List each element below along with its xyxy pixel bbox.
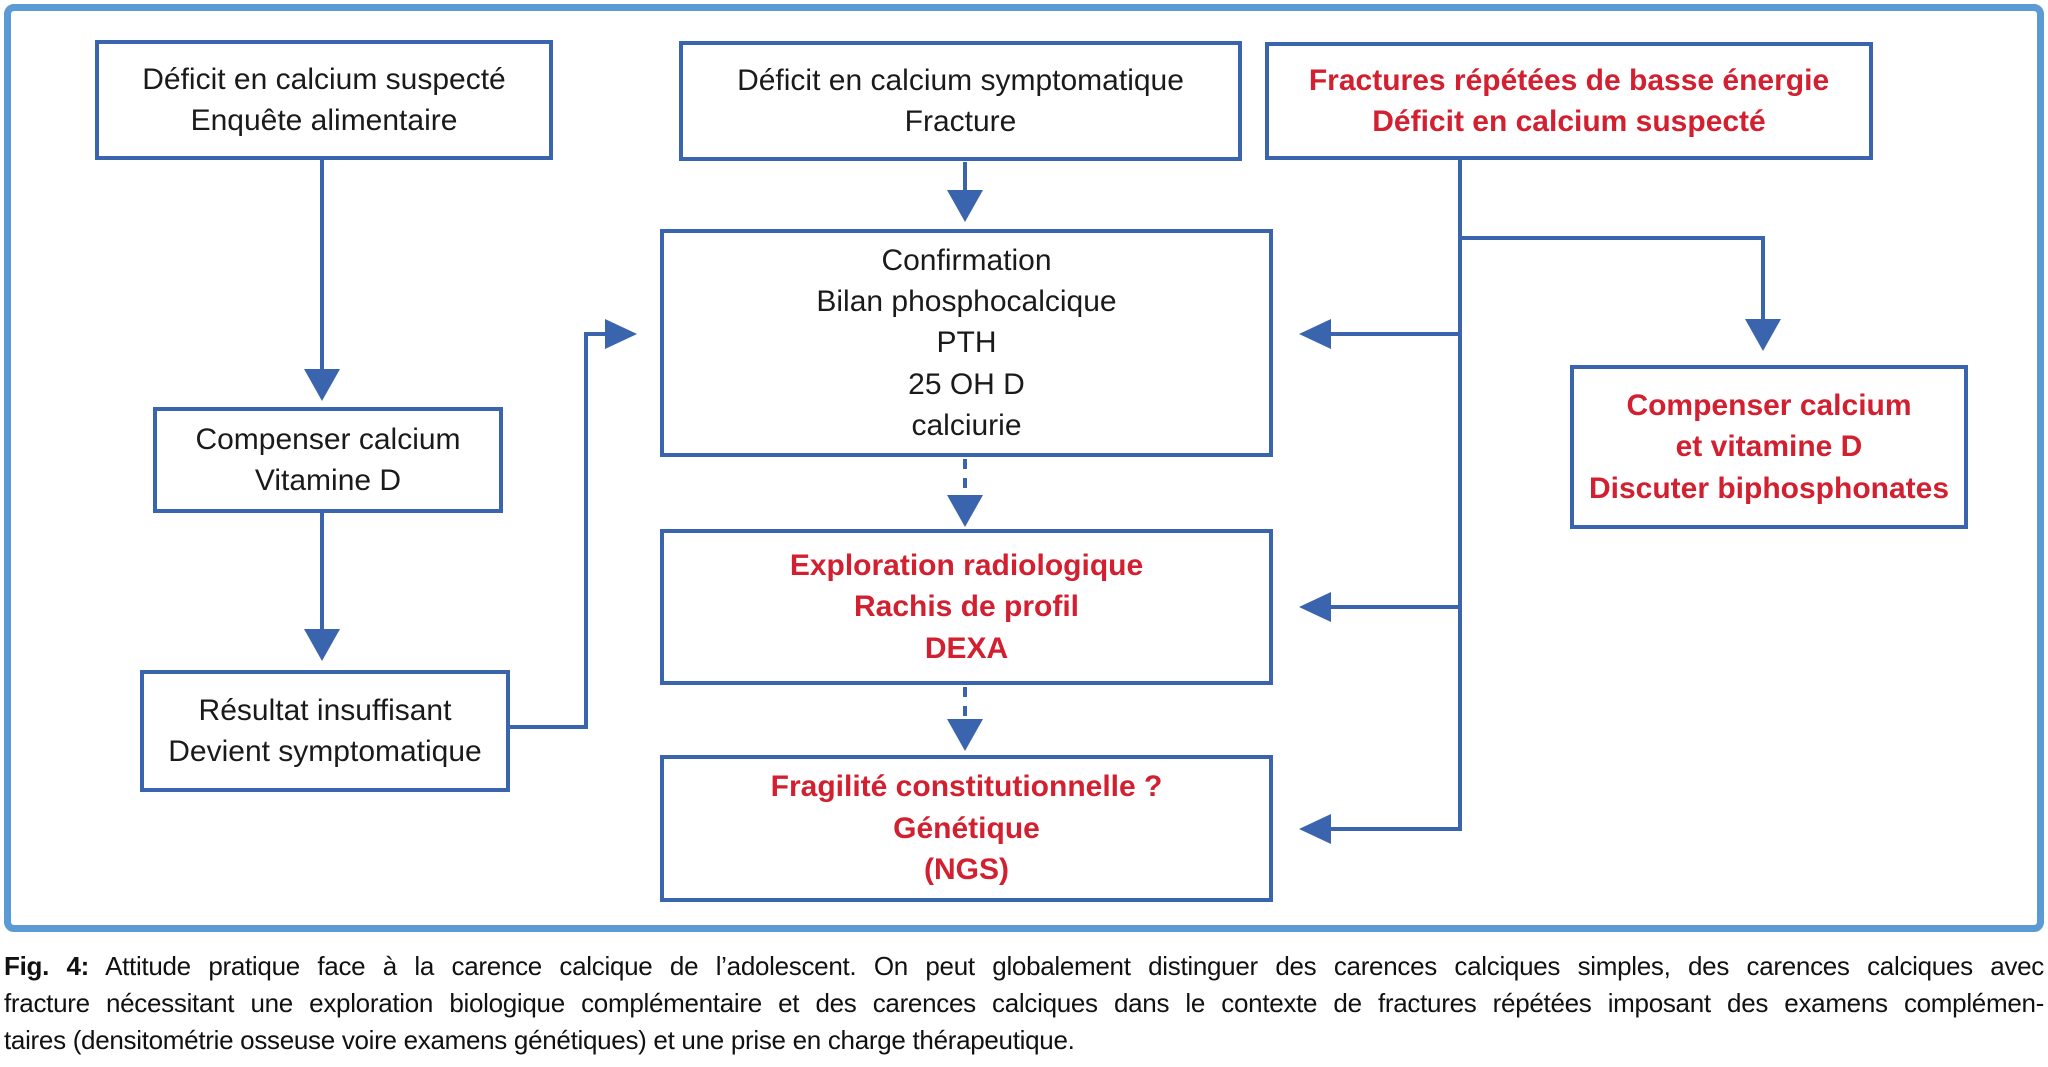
connector-symptomatique-to-confirmation-arrowhead-icon: [947, 190, 983, 222]
connector-fractures-to-confirmation-arrowhead-icon: [1299, 319, 1331, 349]
node-exploration-radiologique: Exploration radiologique Rachis de profi…: [660, 529, 1273, 685]
node-confirmation-bilan-line-1: Confirmation: [881, 243, 1052, 277]
figure-caption-line-3-text: taires (densitométrie osseuse voire exam…: [4, 1025, 1075, 1055]
node-deficit-calcium-symptomatique-line-2: Fracture: [904, 105, 1017, 138]
connector-compenser-to-resultat-line: [320, 513, 324, 629]
node-resultat-insuffisant-line-2: Devient symptomatique: [168, 735, 482, 768]
connector-fractures-to-confirmation-h: [1329, 332, 1460, 336]
figure-caption-label: Fig. 4:: [4, 951, 90, 981]
connector-exploration-to-fragilite-dashed-line: [963, 687, 967, 719]
node-fractures-repetees-line-2: Déficit en calcium suspecté: [1372, 105, 1766, 138]
node-confirmation-bilan: Confirmation Bilan phosphocalcique PTH 2…: [660, 229, 1273, 457]
figure-caption-line-1-text: Attitude pratique face à la carence calc…: [105, 951, 2045, 981]
node-confirmation-bilan-line-3: PTH: [936, 326, 997, 360]
figure-caption-line-2-text: fracture nécessitant une exploration bio…: [4, 988, 2044, 1018]
connector-fractures-to-fragilite-h: [1329, 827, 1460, 831]
node-deficit-calcium-suspecte-line-2: Enquête alimentaire: [190, 104, 458, 137]
connector-confirmation-to-exploration-dashed-line: [963, 459, 967, 495]
node-confirmation-bilan-line-4: 25 OH D: [908, 367, 1025, 401]
node-fragilite-constitutionnelle-line-2: Génétique: [893, 811, 1040, 845]
connector-suspecte-to-compenser-line: [320, 160, 324, 369]
node-deficit-calcium-symptomatique: Déficit en calcium symptomatique Fractur…: [679, 41, 1242, 161]
figure-caption-line-1: Fig. 4: Attitude pratique face à la care…: [4, 948, 2044, 985]
connector-fractures-to-exploration-arrowhead-icon: [1299, 592, 1331, 622]
node-compenser-calcium-vitamine-d: Compenser calcium Vitamine D: [153, 407, 503, 513]
node-deficit-calcium-symptomatique-line-1: Déficit en calcium symptomatique: [737, 63, 1184, 97]
node-exploration-radiologique-line-1: Exploration radiologique: [789, 548, 1144, 582]
connector-fractures-to-biphosphonates-v: [1761, 236, 1765, 319]
connector-suspecte-to-compenser-arrowhead-icon: [304, 369, 340, 401]
diagram-frame: Déficit en calcium suspecté Enquête alim…: [4, 4, 2044, 932]
connector-fractures-to-biphosphonates-h: [1460, 236, 1765, 240]
figure-caption: Fig. 4: Attitude pratique face à la care…: [4, 948, 2044, 1059]
node-compenser-biphosphonates: Compenser calcium et vitamine D Discuter…: [1570, 365, 1968, 529]
connector-compenser-to-resultat-arrowhead-icon: [304, 629, 340, 661]
figure-caption-line-3: taires (densitométrie osseuse voire exam…: [4, 1022, 2044, 1059]
node-deficit-calcium-suspecte-line-1: Déficit en calcium suspecté: [142, 62, 506, 96]
node-fragilite-constitutionnelle: Fragilité constitutionnelle ? Génétique …: [660, 755, 1273, 902]
node-fractures-repetees-line-1: Fractures répétées de basse énergie: [1308, 63, 1830, 97]
node-deficit-calcium-suspecte: Déficit en calcium suspecté Enquête alim…: [95, 40, 553, 160]
connector-symptomatique-to-confirmation-line: [963, 162, 967, 190]
node-compenser-calcium-vitamine-d-line-2: Vitamine D: [254, 464, 402, 497]
connector-fractures-trunk-line: [1458, 160, 1462, 831]
node-compenser-calcium-vitamine-d-line-1: Compenser calcium: [195, 422, 461, 456]
node-confirmation-bilan-line-2: Bilan phosphocalcique: [816, 284, 1117, 318]
connector-exploration-to-fragilite-arrowhead-icon: [947, 719, 983, 751]
connector-fractures-to-exploration-h: [1329, 605, 1460, 609]
node-confirmation-bilan-line-5: calciurie: [911, 409, 1022, 443]
node-fragilite-constitutionnelle-line-1: Fragilité constitutionnelle ?: [770, 770, 1163, 804]
node-exploration-radiologique-line-3: DEXA: [924, 631, 1009, 665]
node-fragilite-constitutionnelle-line-3: (NGS): [924, 853, 1009, 887]
node-resultat-insuffisant-line-1: Résultat insuffisant: [198, 693, 452, 727]
connector-resultat-to-confirmation-h1: [510, 725, 588, 729]
node-resultat-insuffisant: Résultat insuffisant Devient symptomatiq…: [140, 670, 510, 792]
node-compenser-biphosphonates-line-2: et vitamine D: [1675, 430, 1863, 464]
connector-resultat-to-confirmation-v: [584, 332, 588, 729]
connector-resultat-to-confirmation-arrowhead-icon: [605, 319, 637, 349]
connector-fractures-to-biphosphonates-arrowhead-icon: [1745, 319, 1781, 351]
connector-fractures-to-fragilite-arrowhead-icon: [1299, 814, 1331, 844]
connector-confirmation-to-exploration-arrowhead-icon: [947, 495, 983, 527]
node-exploration-radiologique-line-2: Rachis de profil: [853, 590, 1080, 624]
figure-caption-line-2: fracture nécessitant une exploration bio…: [4, 985, 2044, 1022]
node-fractures-repetees: Fractures répétées de basse énergie Défi…: [1265, 42, 1873, 160]
connector-resultat-to-confirmation-h2: [586, 332, 607, 336]
node-compenser-biphosphonates-line-3: Discuter biphosphonates: [1588, 471, 1950, 505]
node-compenser-biphosphonates-line-1: Compenser calcium: [1626, 388, 1912, 422]
